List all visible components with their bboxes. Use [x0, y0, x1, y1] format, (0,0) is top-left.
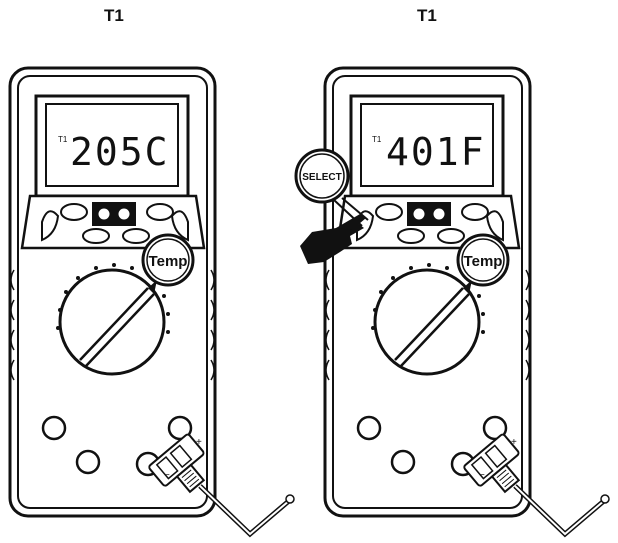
left-lcd-reading: 205C [70, 130, 170, 174]
svg-text:T1: T1 [372, 135, 382, 144]
right-multimeter: T1 401F Temp SELECT [294, 68, 609, 534]
svg-text:T1: T1 [58, 135, 68, 144]
right-meter-title: T1 [417, 6, 437, 25]
left-temp-button-label: Temp [149, 253, 188, 270]
right-temp-button-label: Temp [464, 253, 503, 270]
left-multimeter: T1 205C Temp [10, 68, 294, 534]
pointing-hand-icon [300, 214, 366, 264]
select-button-label: SELECT [302, 172, 341, 183]
right-lcd-reading: 401F [386, 130, 486, 174]
select-callout: SELECT [294, 148, 369, 227]
left-meter-title: T1 [104, 6, 124, 25]
